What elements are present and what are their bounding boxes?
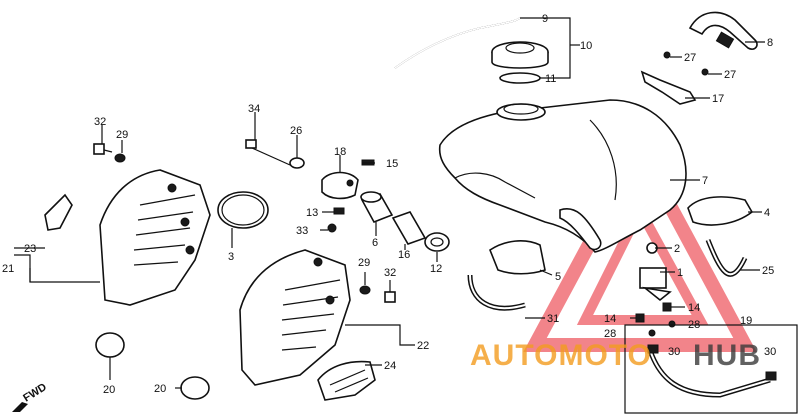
label-27b: 27 xyxy=(724,69,736,81)
rubber-6 xyxy=(360,191,394,224)
label-28b: 28 xyxy=(688,319,700,331)
label-32a: 32 xyxy=(94,116,106,128)
label-26: 26 xyxy=(290,125,302,137)
label-28a: 28 xyxy=(604,328,616,340)
label-18: 18 xyxy=(334,146,346,158)
label-9: 9 xyxy=(542,13,548,25)
label-34: 34 xyxy=(248,103,260,115)
label-8: 8 xyxy=(767,37,773,49)
label-21: 21 xyxy=(2,263,14,275)
fuel-tank xyxy=(438,99,687,253)
label-20a: 20 xyxy=(103,384,115,396)
watermark-text: AUTOMOTO HUB xyxy=(470,339,761,372)
tank-bracket xyxy=(688,11,758,50)
label-12: 12 xyxy=(430,263,442,275)
label-19: 19 xyxy=(740,315,752,327)
fwd-arrow-icon: FWD xyxy=(12,381,49,412)
label-10: 10 xyxy=(580,40,592,52)
ring-20b xyxy=(180,376,210,400)
label-14b: 14 xyxy=(604,313,616,325)
leader-lines xyxy=(14,17,765,389)
label-15: 15 xyxy=(386,158,398,170)
label-1: 1 xyxy=(677,267,683,279)
hose-31 xyxy=(467,274,526,311)
box-19 xyxy=(624,324,798,414)
screw-33 xyxy=(327,223,337,233)
tank-mount xyxy=(640,51,709,105)
label-31: 31 xyxy=(547,313,559,325)
ring-20a xyxy=(95,332,125,358)
watermark-text-orange: AUTOMOTO xyxy=(470,339,652,372)
breather-hose xyxy=(394,17,521,69)
bolt-34 xyxy=(245,139,291,166)
shroud-left xyxy=(99,169,211,306)
pad-5 xyxy=(489,240,546,275)
label-30b: 30 xyxy=(764,346,776,358)
bolt-32b xyxy=(384,291,396,303)
label-14a: 14 xyxy=(688,302,700,314)
ring-3 xyxy=(217,191,269,229)
label-29b: 29 xyxy=(358,257,370,269)
label-7: 7 xyxy=(702,175,708,187)
washer-26 xyxy=(289,157,305,169)
emblem-24 xyxy=(317,360,376,401)
shroud-right xyxy=(239,249,351,386)
fwd-label: FWD xyxy=(21,381,49,404)
label-11: 11 xyxy=(545,73,556,85)
fuel-cap xyxy=(491,41,549,84)
label-4: 4 xyxy=(764,207,770,219)
fuel-valve xyxy=(639,242,672,302)
label-2: 2 xyxy=(674,243,680,255)
label-27a: 27 xyxy=(684,52,696,64)
label-24: 24 xyxy=(384,360,396,372)
hose-25 xyxy=(705,239,748,277)
label-17: 17 xyxy=(712,93,724,105)
label-32b: 32 xyxy=(384,267,396,279)
collar-16 xyxy=(391,211,427,245)
washer-29a xyxy=(114,153,126,163)
emblem-23 xyxy=(44,193,73,231)
watermark-text-dark: HUB xyxy=(693,339,761,372)
label-33: 33 xyxy=(296,225,308,237)
pad-4 xyxy=(687,196,754,226)
label-23: 23 xyxy=(24,243,36,255)
label-13: 13 xyxy=(306,207,318,219)
label-29a: 29 xyxy=(116,129,128,141)
label-3: 3 xyxy=(228,251,234,263)
screw-13 xyxy=(333,207,345,215)
part-labels: 9 10 11 8 27 27 17 7 4 2 1 25 5 14 14 28… xyxy=(2,13,776,396)
label-16: 16 xyxy=(398,249,410,261)
washer-29b xyxy=(359,285,371,295)
bushing-12 xyxy=(424,232,450,252)
clamp-18 xyxy=(321,171,359,200)
label-25: 25 xyxy=(762,265,774,277)
label-20b: 20 xyxy=(154,383,166,395)
label-6: 6 xyxy=(372,237,378,249)
label-30a: 30 xyxy=(668,346,680,358)
label-5: 5 xyxy=(555,271,561,283)
label-22: 22 xyxy=(417,340,429,352)
bolt-32a xyxy=(93,143,113,155)
